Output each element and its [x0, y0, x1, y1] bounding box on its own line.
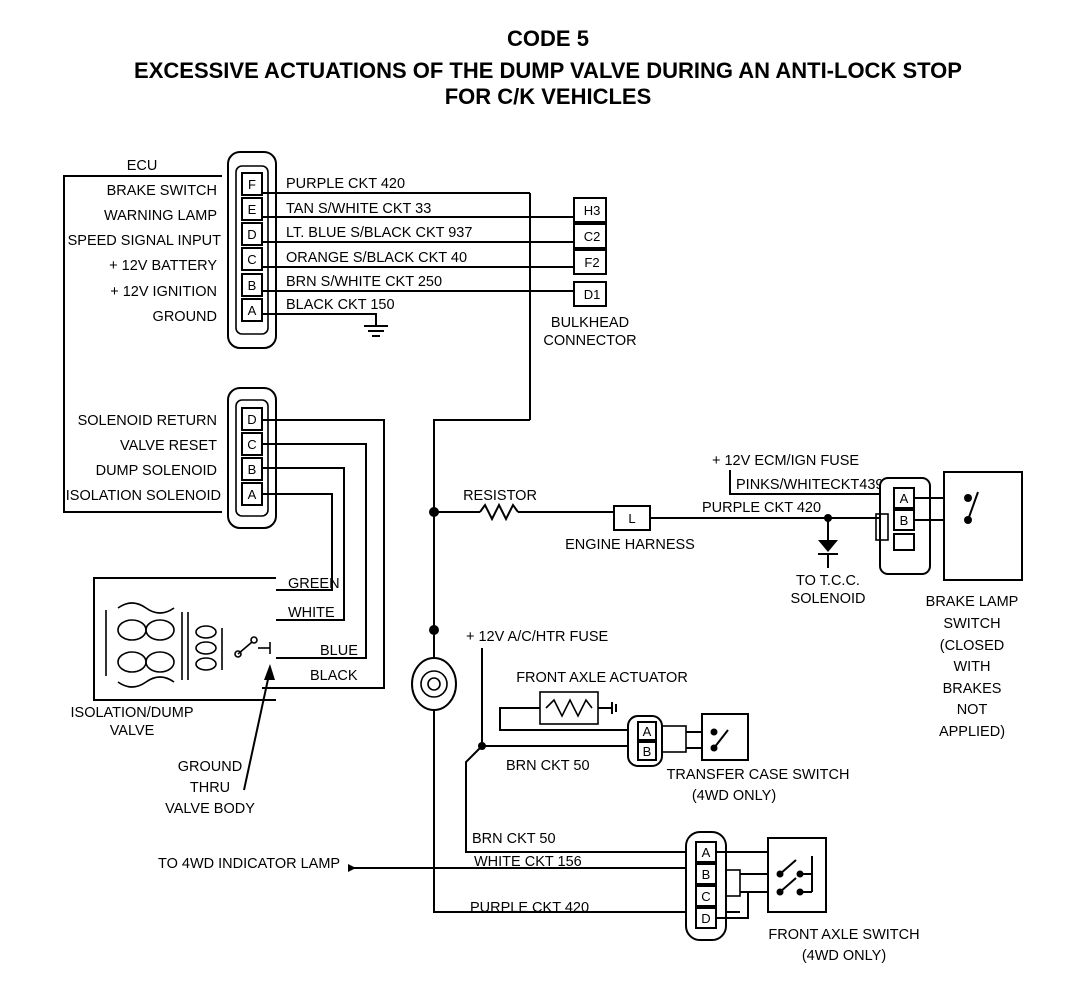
- ecu-label-isolation-solenoid: ISOLATION SOLENOID: [66, 488, 221, 504]
- ecu-lower-pin-a: A: [248, 487, 257, 502]
- ecu-upper-connector: F E D C B A: [227, 151, 277, 349]
- front-axle-switch-circuit: BRN CKT 50 TO 4WD INDICATOR LAMP WHITE C…: [158, 745, 920, 964]
- transfer-case-label-2: (4WD ONLY): [692, 788, 776, 804]
- wire-brn-250: BRN S/WHITE CKT 250: [286, 274, 442, 290]
- wire-green: GREEN: [288, 576, 340, 592]
- valve-label-1: ISOLATION/DUMP: [71, 705, 194, 721]
- ground-note-3: VALVE BODY: [165, 801, 255, 817]
- title-line-3: FOR C/K VEHICLES: [445, 84, 652, 109]
- wire-orange-40: ORANGE S/BLACK CKT 40: [286, 250, 467, 266]
- brake-lamp-6: NOT: [957, 702, 988, 718]
- speed-sensor: [411, 507, 457, 740]
- front-axle-switch-label-2: (4WD ONLY): [802, 948, 886, 964]
- wire-ltblue-937: LT. BLUE S/BLACK CKT 937: [286, 225, 472, 241]
- ecu-label: ECU: [127, 158, 158, 174]
- wire-black-150: BLACK CKT 150: [286, 297, 395, 313]
- transfer-case-circuit: + 12V A/C/HTR FUSE FRONT AXLE ACTUATOR A…: [466, 629, 849, 804]
- wire-purple-420: PURPLE CKT 420: [286, 176, 405, 192]
- wire-purple-420-b: PURPLE CKT 420: [702, 500, 821, 516]
- ground-note-1: GROUND: [178, 759, 242, 775]
- ecu-label-dump-solenoid: DUMP SOLENOID: [96, 463, 217, 479]
- ecu-lower-connector: D C B A: [227, 387, 277, 529]
- ecu-lower-pin-c: C: [247, 437, 256, 452]
- ecu-lower-pin-d: D: [247, 412, 256, 427]
- brake-lamp-circuit: RESISTOR L ENGINE HARNESS TO T.C.C. SOLE…: [434, 453, 1023, 740]
- ecu-pin-e: E: [248, 202, 257, 217]
- axle-pin-a: A: [702, 845, 711, 860]
- wire-black: BLACK: [310, 668, 358, 684]
- ecu-label-12v-battery: + 12V BATTERY: [109, 258, 217, 274]
- bulkhead-connector: H3 C2 F2 D1 BULKHEAD CONNECTOR: [543, 197, 637, 349]
- valve-label-2: VALVE: [110, 723, 155, 739]
- transfer-case-label-1: TRANSFER CASE SWITCH: [667, 767, 850, 783]
- wire-tan-33: TAN S/WHITE CKT 33: [286, 201, 431, 217]
- brake-lamp-5: BRAKES: [943, 681, 1002, 697]
- transfer-pin-b: B: [643, 744, 652, 759]
- engine-harness-pin-l: L: [628, 511, 635, 526]
- axle-pin-d: D: [701, 911, 710, 926]
- bulkhead-pin-h3: H3: [584, 203, 601, 218]
- brake-lamp-1: BRAKE LAMP: [926, 594, 1019, 610]
- brake-pin-a: A: [900, 491, 909, 506]
- brake-lamp-7: APPLIED): [939, 724, 1005, 740]
- brake-lamp-2: SWITCH: [943, 616, 1000, 632]
- title-line-2: EXCESSIVE ACTUATIONS OF THE DUMP VALVE D…: [134, 58, 962, 83]
- wire-pink-439: PINKS/WHITECKT439: [736, 477, 883, 493]
- brake-lamp-3: (CLOSED: [940, 638, 1004, 654]
- tcc-label-1: TO T.C.C.: [796, 573, 860, 589]
- ground-note-2: THRU: [190, 780, 230, 796]
- wire-blue: BLUE: [320, 643, 358, 659]
- ecu-label-solenoid-return: SOLENOID RETURN: [78, 413, 217, 429]
- ac-fuse-label: + 12V A/C/HTR FUSE: [466, 629, 609, 645]
- bulkhead-pin-d1: D1: [584, 287, 601, 302]
- ecu-label-valve-reset: VALVE RESET: [120, 438, 217, 454]
- wire-purple-420-c: PURPLE CKT 420: [470, 900, 589, 916]
- wire-brn-50-a: BRN CKT 50: [506, 758, 590, 774]
- engine-harness-label: ENGINE HARNESS: [565, 537, 695, 553]
- ecu-pin-d: D: [247, 227, 256, 242]
- front-axle-actuator-label: FRONT AXLE ACTUATOR: [516, 670, 688, 686]
- isolation-dump-valve: ISOLATION/DUMP VALVE GROUND THRU VALVE B…: [71, 577, 276, 817]
- valve-harness-wires: GREEN WHITE BLUE BLACK: [262, 419, 385, 689]
- brake-pin-b: B: [900, 513, 909, 528]
- ecu-label-speed-signal: SPEED SIGNAL INPUT: [68, 233, 222, 249]
- resistor-label: RESISTOR: [463, 488, 537, 504]
- wire-white: WHITE: [288, 605, 335, 621]
- ecu-block: ECU BRAKE SWITCH WARNING LAMP SPEED SIGN…: [63, 158, 222, 513]
- bulkhead-pin-c2: C2: [584, 229, 601, 244]
- tcc-label-2: SOLENOID: [791, 591, 866, 607]
- ecu-pin-c: C: [247, 252, 256, 267]
- upper-harness-wires: PURPLE CKT 420 TAN S/WHITE CKT 33 LT. BL…: [262, 176, 740, 913]
- transfer-pin-a: A: [643, 724, 652, 739]
- front-axle-switch-label-1: FRONT AXLE SWITCH: [768, 927, 919, 943]
- bulkhead-pin-f2: F2: [584, 255, 599, 270]
- ecu-pin-f: F: [248, 177, 256, 192]
- wire-white-156: WHITE CKT 156: [474, 854, 582, 870]
- bulkhead-label-2: CONNECTOR: [543, 333, 636, 349]
- title-line-1: CODE 5: [507, 26, 589, 51]
- brake-lamp-4: WITH: [953, 659, 990, 675]
- ecu-label-12v-ignition: + 12V IGNITION: [110, 284, 217, 300]
- ecu-label-brake-switch: BRAKE SWITCH: [107, 183, 217, 199]
- bulkhead-label-1: BULKHEAD: [551, 315, 629, 331]
- wire-brn-50-b: BRN CKT 50: [472, 831, 556, 847]
- ecu-label-warning-lamp: WARNING LAMP: [104, 208, 217, 224]
- axle-pin-c: C: [701, 889, 710, 904]
- indicator-lamp-label: TO 4WD INDICATOR LAMP: [158, 856, 340, 872]
- ecu-label-ground: GROUND: [153, 309, 217, 325]
- ecu-lower-pin-b: B: [248, 462, 257, 477]
- ecm-fuse-label: + 12V ECM/IGN FUSE: [712, 453, 859, 469]
- ecu-pin-b: B: [248, 278, 257, 293]
- ecu-pin-a: A: [248, 303, 257, 318]
- axle-pin-b: B: [702, 867, 711, 882]
